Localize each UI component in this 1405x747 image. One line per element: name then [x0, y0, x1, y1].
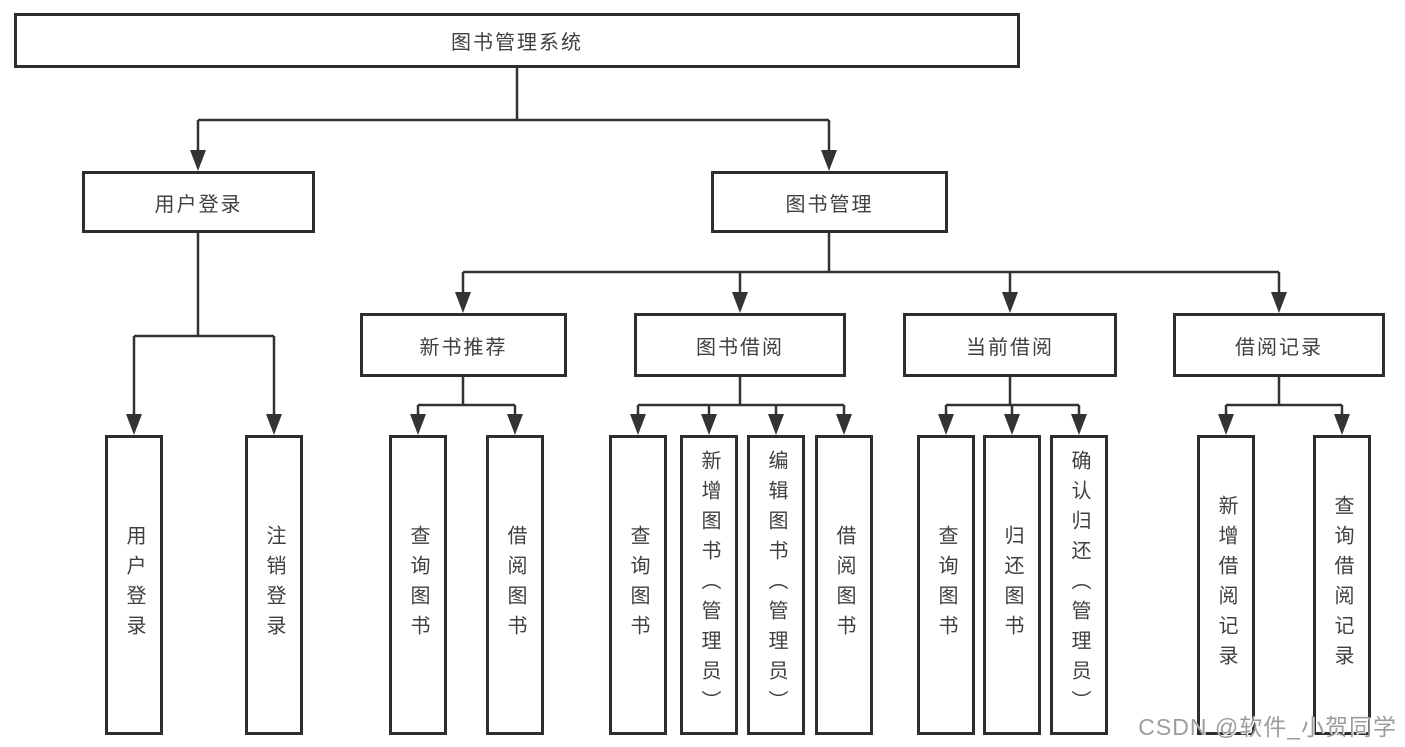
leaf-label: 用户登录	[123, 525, 145, 645]
leaf-label: 编辑图书（管理员）	[765, 450, 787, 720]
node-leaf-confirm-return-admin: 确认归还（管理员）	[1050, 435, 1108, 735]
node-leaf-query-books: 查询图书	[609, 435, 667, 735]
node-leaf-user-login: 用户登录	[105, 435, 163, 735]
node-current-borrowing: 当前借阅	[903, 313, 1117, 377]
node-leaf-borrow-books: 借阅图书	[486, 435, 544, 735]
leaf-label: 借阅图书	[504, 525, 526, 645]
csdn-watermark: CSDN @软件_小贺同学	[1138, 714, 1397, 740]
node-borrowing-records: 借阅记录	[1173, 313, 1385, 377]
node-leaf-query-books: 查询图书	[389, 435, 447, 735]
leaf-label: 新增借阅记录	[1215, 495, 1237, 675]
leaf-label: 确认归还（管理员）	[1068, 450, 1090, 720]
leaf-label: 查询图书	[627, 525, 649, 645]
node-leaf-logout: 注销登录	[245, 435, 303, 735]
leaf-label: 查询图书	[407, 525, 429, 645]
node-book-borrowing: 图书借阅	[634, 313, 846, 377]
node-book-management-branch: 图书管理	[711, 171, 948, 233]
leaf-label: 新增图书（管理员）	[698, 450, 720, 720]
node-leaf-query-borrow-record: 查询借阅记录	[1313, 435, 1371, 735]
node-leaf-borrow-books: 借阅图书	[815, 435, 873, 735]
node-leaf-add-borrow-record: 新增借阅记录	[1197, 435, 1255, 735]
leaf-label: 注销登录	[263, 525, 285, 645]
node-leaf-query-books: 查询图书	[917, 435, 975, 735]
node-root: 图书管理系统	[14, 13, 1020, 68]
node-leaf-return-books: 归还图书	[983, 435, 1041, 735]
leaf-label: 查询借阅记录	[1331, 495, 1353, 675]
leaf-label: 借阅图书	[833, 525, 855, 645]
leaf-label: 查询图书	[935, 525, 957, 645]
node-new-book-recommendation: 新书推荐	[360, 313, 567, 377]
node-leaf-add-books-admin: 新增图书（管理员）	[680, 435, 738, 735]
node-leaf-edit-books-admin: 编辑图书（管理员）	[747, 435, 805, 735]
leaf-label: 归还图书	[1001, 525, 1023, 645]
node-user-login-branch: 用户登录	[82, 171, 315, 233]
